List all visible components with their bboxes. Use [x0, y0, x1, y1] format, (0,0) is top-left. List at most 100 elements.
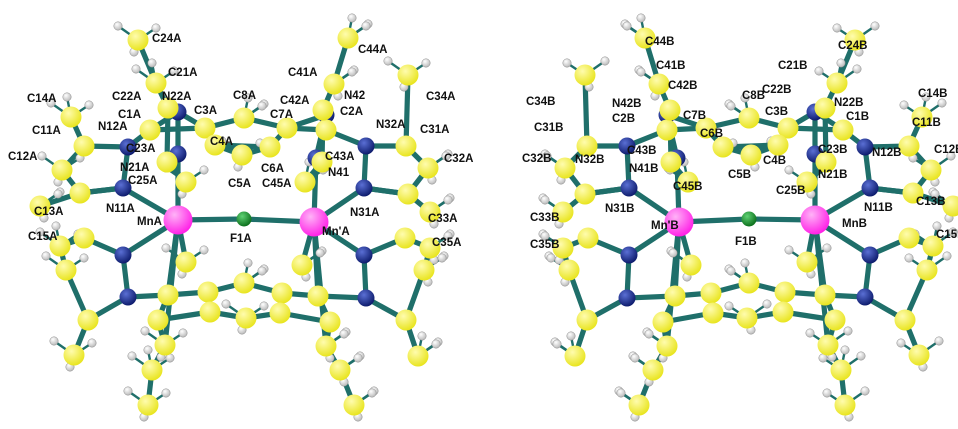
carbon-atom: [233, 272, 255, 294]
atom-label: C33B: [530, 212, 559, 224]
carbon-atom: [312, 99, 334, 121]
hydrogen-atom: [870, 21, 880, 31]
carbon-atom: [774, 281, 796, 303]
carbon-atom: [337, 27, 359, 49]
carbon-atom: [55, 259, 77, 281]
atom-label: C42B: [668, 80, 697, 92]
carbon-atom: [235, 307, 257, 329]
manganese-atom: [163, 205, 193, 235]
atom-label: C12A: [8, 151, 37, 163]
manganese-atom: [299, 207, 329, 237]
atom-label: C34A: [426, 91, 455, 103]
hydrogen-atom: [784, 245, 794, 255]
carbon-atom: [648, 73, 670, 95]
carbon-atom: [194, 117, 216, 139]
carbon-atom: [652, 311, 674, 333]
hydrogen-atom: [616, 388, 626, 398]
carbon-atom: [834, 394, 856, 416]
hydrogen-atom: [151, 23, 161, 33]
carbon-atom: [664, 285, 686, 307]
carbon-atom: [642, 359, 664, 381]
carbon-atom: [417, 157, 439, 179]
carbon-atom: [554, 157, 576, 179]
carbon-atom: [564, 345, 586, 367]
atom-label: C32A: [444, 153, 473, 165]
hydrogen-atom: [762, 299, 772, 309]
carbon-atom: [814, 284, 836, 306]
nitrogen-atom: [355, 246, 373, 264]
carbon-atom: [695, 117, 717, 139]
carbon-atom: [147, 309, 169, 331]
atom-label: C7A: [270, 109, 293, 121]
hydrogen-atom: [636, 13, 646, 23]
carbon-atom: [942, 195, 958, 217]
hydrogen-atom: [937, 98, 947, 108]
hydrogen-atom: [832, 23, 842, 33]
hydrogen-atom: [566, 331, 576, 341]
nitrogen-atom: [357, 137, 375, 155]
carbon-atom: [574, 64, 596, 86]
atom-label: C14B: [918, 88, 947, 100]
atom-label: N12B: [872, 147, 901, 159]
carbon-atom: [29, 195, 51, 217]
hydrogen-atom: [361, 21, 371, 31]
carbon-atom: [77, 309, 99, 331]
nitrogen-atom: [618, 289, 636, 307]
carbon-atom: [397, 183, 419, 205]
hydrogen-atom: [131, 64, 141, 74]
atom-label: C8A: [233, 90, 256, 102]
hydrogen-atom: [41, 251, 51, 261]
right-molecule: [538, 13, 958, 422]
hydrogen-atom: [339, 329, 349, 339]
atom-label: C41B: [656, 60, 685, 72]
carbon-atom: [315, 119, 337, 141]
atom-label: MnA: [137, 216, 162, 228]
hydrogen-atom: [942, 251, 952, 261]
atom-label: C4A: [210, 136, 233, 148]
nitrogen-atom: [861, 246, 879, 264]
carbon-atom: [738, 107, 760, 129]
hydrogen-atom: [53, 189, 63, 199]
nitrogen-atom: [620, 246, 638, 264]
atom-label: C11A: [32, 125, 61, 137]
hydrogen-atom: [899, 100, 909, 110]
carbon-atom: [740, 144, 762, 166]
hydrogen-atom: [84, 100, 94, 110]
carbon-atom: [259, 136, 281, 158]
atom-label: C31A: [420, 124, 449, 136]
hydrogen-atom: [421, 58, 431, 68]
carbon-atom: [736, 307, 758, 329]
atom-label: C43A: [325, 151, 354, 163]
carbon-atom: [141, 359, 163, 381]
carbon-atom: [315, 335, 337, 357]
atom-label: N21B: [818, 169, 847, 181]
carbon-atom: [552, 237, 574, 259]
carbon-atom: [139, 119, 161, 141]
hydrogen-atom: [315, 248, 325, 258]
hydrogen-atom: [87, 338, 97, 348]
carbon-atom: [738, 272, 760, 294]
atom-label: N21A: [120, 162, 149, 174]
atom-label: C5A: [228, 178, 251, 190]
atom-label: N42B: [612, 98, 641, 110]
hydrogen-atom: [843, 326, 853, 336]
atom-label: C4B: [763, 155, 786, 167]
hydrogen-atom: [540, 231, 550, 241]
nitrogen-atom: [856, 288, 874, 306]
carbon-atom: [826, 72, 848, 94]
carbon-atom: [814, 97, 836, 119]
hydrogen-atom: [946, 151, 956, 161]
fluorine-atom: [741, 211, 757, 227]
carbon-atom: [830, 359, 852, 381]
hydrogen-atom: [161, 243, 171, 253]
hydrogen-atom: [600, 56, 610, 66]
atom-label: N41: [328, 167, 350, 179]
atom-label: C25A: [128, 175, 157, 187]
atom-label: C12B: [934, 144, 958, 156]
atom-label: C5B: [728, 169, 751, 181]
hydrogen-atom: [431, 339, 441, 349]
carbon-atom: [154, 334, 176, 356]
